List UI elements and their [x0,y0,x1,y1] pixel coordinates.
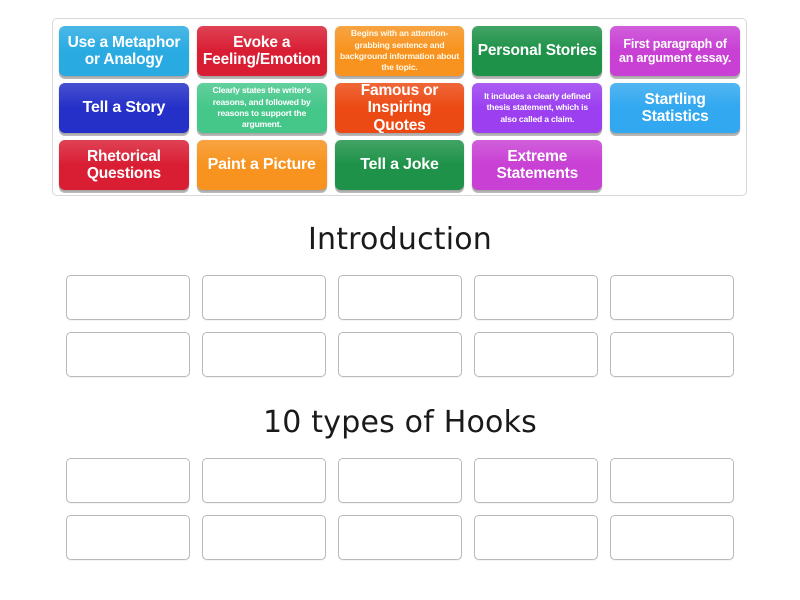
tray-row: Use a Metaphor or Analogy Evoke a Feeling… [59,26,740,76]
tile-label: First paragraph of an argument essay. [618,37,732,65]
draggable-tile[interactable]: Evoke a Feeling/Emotion [196,26,327,76]
tray-row: Rhetorical Questions Paint a Picture Tell … [59,140,740,190]
dropzone-row [66,332,734,377]
dropzone[interactable] [474,515,598,560]
tile-label: Clearly states the writer's reasons, and… [212,85,312,130]
dropzone-grid [0,275,800,377]
tile-label: Personal Stories [477,42,597,60]
dropzone[interactable] [66,515,190,560]
dropzone-row [66,275,734,320]
tile-label: Startling Statistics [641,90,709,125]
draggable-tile[interactable]: Clearly states the writer's reasons, and… [196,83,327,133]
group-section-introduction: Introduction [0,222,800,377]
dropzone[interactable] [474,332,598,377]
tile-label: It includes a clearly defined thesis sta… [484,90,591,124]
dropzone[interactable] [202,275,326,320]
dropzone-row [66,515,734,560]
draggable-tile[interactable]: Begins with an attention-grabbing senten… [334,26,465,76]
dropzone[interactable] [338,275,462,320]
dropzone[interactable] [474,275,598,320]
word-bank-tray: Use a Metaphor or Analogy Evoke a Feeling… [52,18,747,196]
dropzone[interactable] [338,515,462,560]
dropzone[interactable] [610,458,734,503]
draggable-tile[interactable]: It includes a clearly defined thesis sta… [472,83,603,133]
dropzone[interactable] [338,332,462,377]
dropzone[interactable] [610,515,734,560]
draggable-tile[interactable]: Startling Statistics [610,83,740,133]
tile-label: Use a Metaphor or Analogy [67,33,181,68]
tile-label: Evoke a Feeling/Emotion [202,33,321,68]
draggable-tile[interactable]: Personal Stories [472,26,603,76]
tile-label: Paint a Picture [207,156,316,174]
dropzone-row [66,458,734,503]
dropzone[interactable] [66,275,190,320]
draggable-tile[interactable]: First paragraph of an argument essay. [610,26,740,76]
dropzone[interactable] [202,515,326,560]
tray-row: Tell a Story Clearly states the writer's … [59,83,740,133]
group-title: Introduction [307,222,493,257]
tile-label: Extreme Statements [496,147,579,182]
group-title: 10 types of Hooks [262,405,537,440]
dropzone[interactable] [66,458,190,503]
dropzone[interactable] [202,332,326,377]
tile-label: Tell a Story [82,99,166,117]
dropzone[interactable] [338,458,462,503]
dropzone[interactable] [474,458,598,503]
draggable-tile[interactable]: Use a Metaphor or Analogy [59,26,189,76]
draggable-tile[interactable]: Tell a Joke [334,140,465,190]
draggable-tile[interactable]: Rhetorical Questions [59,140,189,190]
draggable-tile[interactable]: Paint a Picture [196,140,327,190]
dropzone[interactable] [202,458,326,503]
draggable-tile[interactable]: Tell a Story [59,83,189,133]
tile-label: Rhetorical Questions [86,147,161,182]
tile-label: Tell a Joke [360,156,439,174]
dropzone[interactable] [66,332,190,377]
draggable-tile[interactable]: Extreme Statements [472,140,603,190]
group-section-hooks: 10 types of Hooks [0,405,800,560]
tile-label: Begins with an attention-grabbing senten… [339,28,459,73]
dropzone[interactable] [610,275,734,320]
dropzone[interactable] [610,332,734,377]
tile-label: Famous or Inspiring Quotes [360,83,439,133]
dropzone-grid [0,458,800,560]
draggable-tile[interactable]: Famous or Inspiring Quotes [334,83,465,133]
tray-empty-slot [610,140,740,190]
